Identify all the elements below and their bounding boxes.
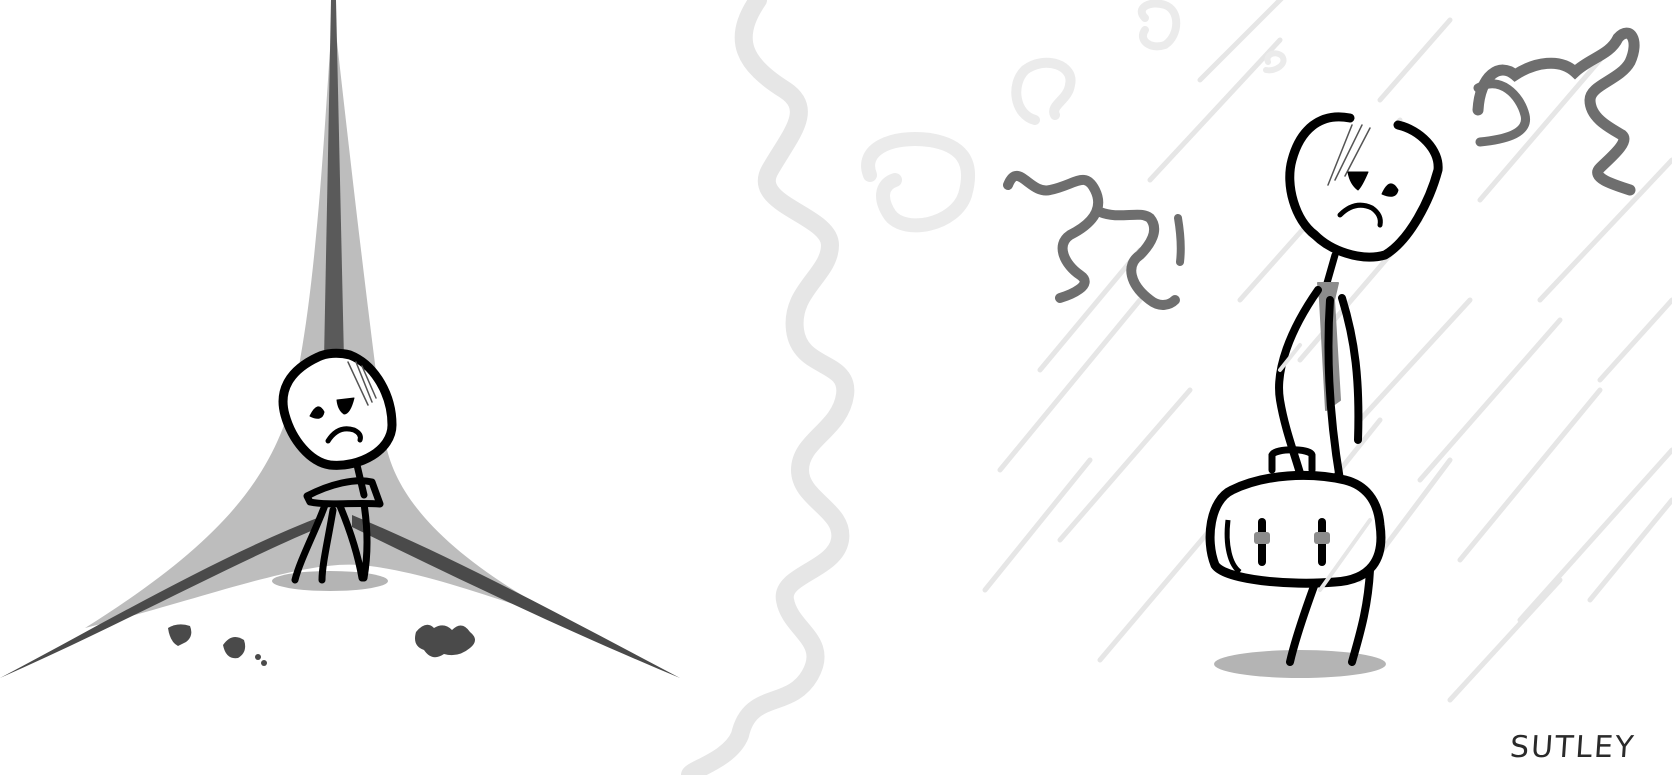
sitting-figure	[278, 348, 397, 584]
ground-shadow-left	[272, 571, 388, 591]
scribble-dark-4	[1472, 27, 1640, 196]
scribbles	[861, 0, 1640, 310]
scribble-dark-3	[1174, 214, 1185, 266]
dark-pole	[324, 0, 344, 360]
scribble-dark-1	[1003, 171, 1104, 303]
left-scene	[0, 0, 680, 678]
scribble-light-2	[1011, 57, 1076, 125]
standing-mouth	[1337, 202, 1383, 228]
standing-head	[1285, 112, 1443, 262]
dark-sweep-right	[352, 515, 680, 678]
standing-right-eye	[1381, 183, 1399, 197]
briefcase-body	[1205, 470, 1386, 588]
briefcase	[1205, 446, 1386, 588]
scribble-light-1	[861, 132, 976, 233]
standing-left-eye	[1347, 171, 1369, 191]
ground-shadow-right	[1214, 650, 1386, 678]
dark-sweep-left	[0, 515, 325, 678]
right-scene	[861, 0, 1672, 703]
sitting-head	[278, 348, 397, 470]
scribble-light-3	[1137, 0, 1181, 51]
scribble-dark-5	[1473, 79, 1530, 147]
standing-figure	[1275, 112, 1443, 666]
sitting-right-eye	[336, 397, 355, 415]
wavy-divider	[681, 0, 855, 779]
sitting-mouth	[325, 426, 363, 444]
rain-foreground	[1278, 343, 1372, 592]
scribble-dark-2	[1095, 207, 1180, 310]
artist-signature: SUTLEY	[1508, 730, 1637, 765]
debris	[168, 624, 475, 666]
briefcase-handle	[1268, 446, 1316, 474]
sitting-left-eye	[309, 406, 325, 419]
scribble-light-4	[1263, 50, 1287, 74]
